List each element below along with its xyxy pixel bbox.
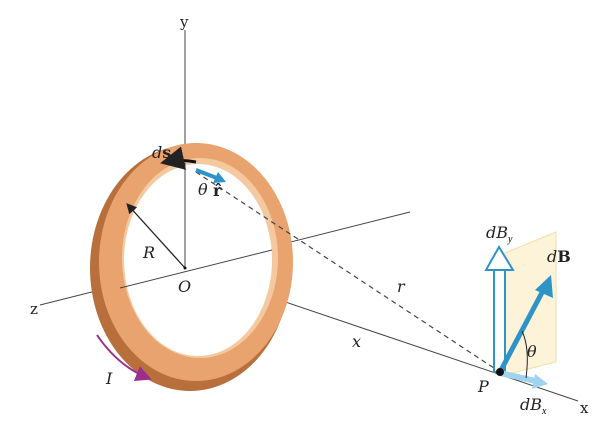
dB-label: dB <box>547 247 571 266</box>
z-axis-label: z <box>30 300 38 318</box>
point-P <box>496 368 504 376</box>
radius-line <box>126 203 186 269</box>
dBy-arrowhead <box>484 245 515 271</box>
ds-label: ds <box>152 143 171 162</box>
dBx-arrow <box>499 370 541 385</box>
point-P-label: P <box>477 377 489 396</box>
field-vectors <box>484 245 553 389</box>
dB-arrow <box>497 283 549 374</box>
current-label: I <box>105 369 113 388</box>
origin-label: O <box>178 277 191 296</box>
current-arrow <box>96 334 152 381</box>
x-distance-label: x <box>352 332 361 351</box>
radius-label: R <box>142 243 155 262</box>
theta-field-label: θ <box>527 342 537 361</box>
theta-arc-field <box>521 330 528 379</box>
dBy-label: dBy <box>486 223 513 245</box>
r-distance-label: r <box>397 277 406 296</box>
dBx-label: dBx <box>520 395 547 417</box>
y-axis-label: y <box>179 13 189 31</box>
r-dashed-line <box>195 171 501 373</box>
x-axis-label: x <box>580 399 589 417</box>
origin-point <box>183 266 187 270</box>
theta-ring-label: θ <box>198 180 208 199</box>
current-loop-ring <box>90 143 293 391</box>
ds-arrow <box>160 146 197 170</box>
rhat-label: r̂ <box>213 181 222 200</box>
